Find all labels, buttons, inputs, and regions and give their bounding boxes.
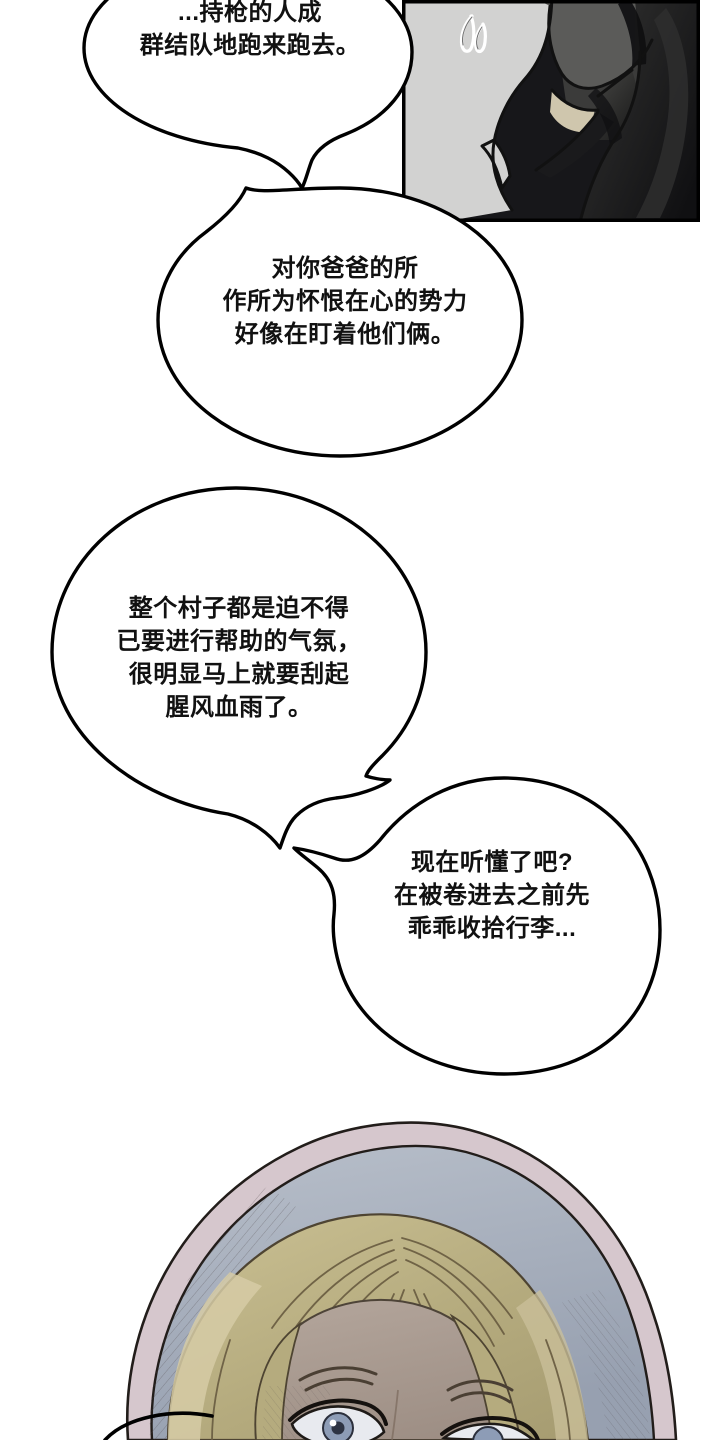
speech-bubble-gun-crowd: ...持枪的人成 群结队地跑来跑去。 bbox=[40, 0, 460, 190]
art-panel-bottom-character bbox=[0, 1090, 718, 1440]
art-panel-top-right-illustration bbox=[402, 0, 700, 222]
art-panel-top-right bbox=[402, 0, 700, 222]
speech-bubble-understand-now: 现在听懂了吧? 在被卷进去之前先 乖乖收拾行李... bbox=[292, 768, 692, 1088]
speech-bubble-father-grudge: 对你爸爸的所 作所为怀恨在心的势力 好像在盯着他们俩。 bbox=[140, 180, 550, 470]
left-eye bbox=[288, 1398, 388, 1440]
character-face-illustration bbox=[103, 1121, 678, 1440]
hair-strand-squiggle-icon bbox=[459, 14, 487, 54]
speech-bubble-partial-bottom bbox=[103, 1411, 214, 1440]
